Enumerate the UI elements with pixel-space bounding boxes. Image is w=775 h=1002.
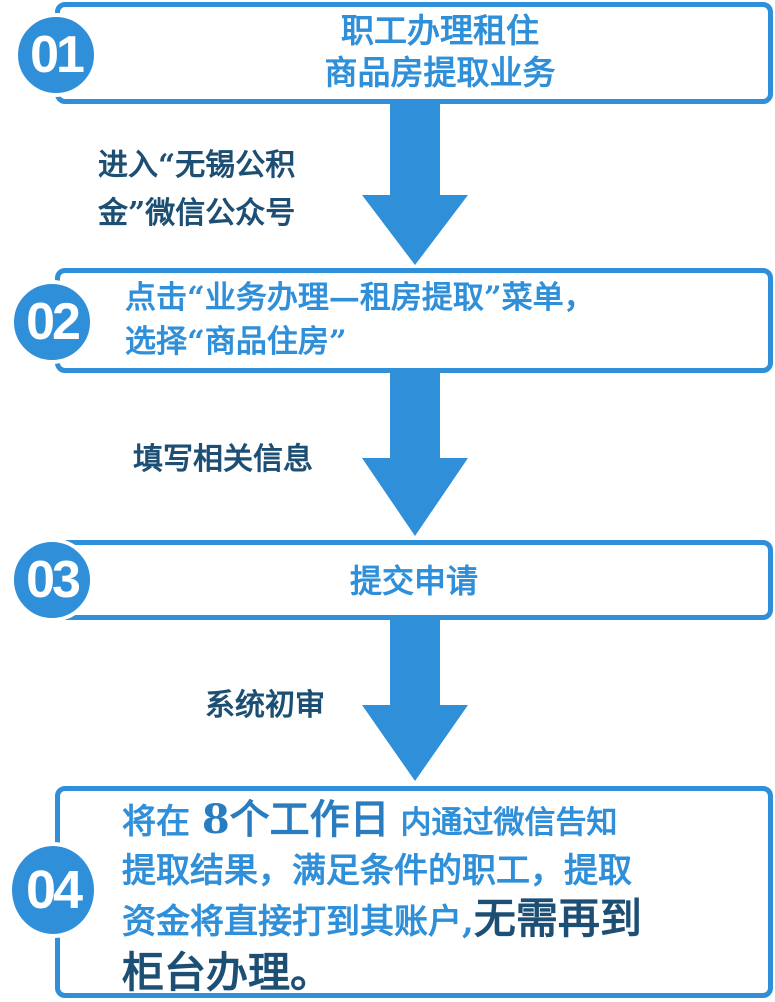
step-3-text: 提交申请 (349, 562, 478, 600)
text-line: 选择“商品住房” (125, 324, 347, 360)
arrow-1-label: 进入“无锡公积 金”微信公众号 (98, 142, 295, 238)
text-part: 将在 (122, 802, 202, 842)
step-4-box (55, 786, 773, 998)
step-1-box (55, 2, 773, 104)
highlight-text: 柜台办理。 (122, 948, 333, 997)
text-line: 点击“业务办理—租房提取”菜单， (125, 280, 595, 316)
arrow-3-icon (362, 617, 468, 781)
label-line: 金”微信公众号 (98, 196, 296, 231)
step-4-text: 将在 8个工作日 内通过微信告知 提取结果，满足条件的职工，提取 资金将直接打到… (122, 796, 642, 1000)
text-line: 提取结果，满足条件的职工，提取 (122, 851, 632, 891)
text-line: 职工办理租住 (341, 11, 539, 50)
text-line: 资金将直接打到其账户,无需再到 (122, 895, 642, 946)
text-part: 资金将直接打到其账户, (122, 902, 474, 942)
step-2-text: 点击“业务办理—租房提取”菜单， 选择“商品住房” (125, 276, 595, 364)
step-2-badge: 02 (10, 280, 94, 364)
arrow-2-label: 填写相关信息 (133, 442, 313, 477)
arrow-1-icon (362, 100, 468, 265)
step-2-box (55, 268, 773, 373)
step-4-badge: 04 (8, 842, 98, 938)
step-1-badge: 01 (14, 13, 98, 97)
arrow-2-icon (362, 368, 468, 536)
text-line: 将在 8个工作日 内通过微信告知 (122, 796, 642, 847)
highlight-text: 无需再到 (473, 894, 642, 943)
step-3-badge: 03 (10, 538, 94, 622)
label-line: 进入“无锡公积 (98, 148, 296, 183)
arrow-3-label: 系统初审 (205, 688, 325, 723)
highlight-days: 8个工作日 (201, 796, 390, 843)
text-line: 商品房提取业务 (324, 53, 556, 92)
step-3-box (55, 540, 773, 620)
step-1-text: 职工办理租住 商品房提取业务 (110, 10, 770, 94)
text-part: 内通过微信告知 (389, 805, 618, 841)
